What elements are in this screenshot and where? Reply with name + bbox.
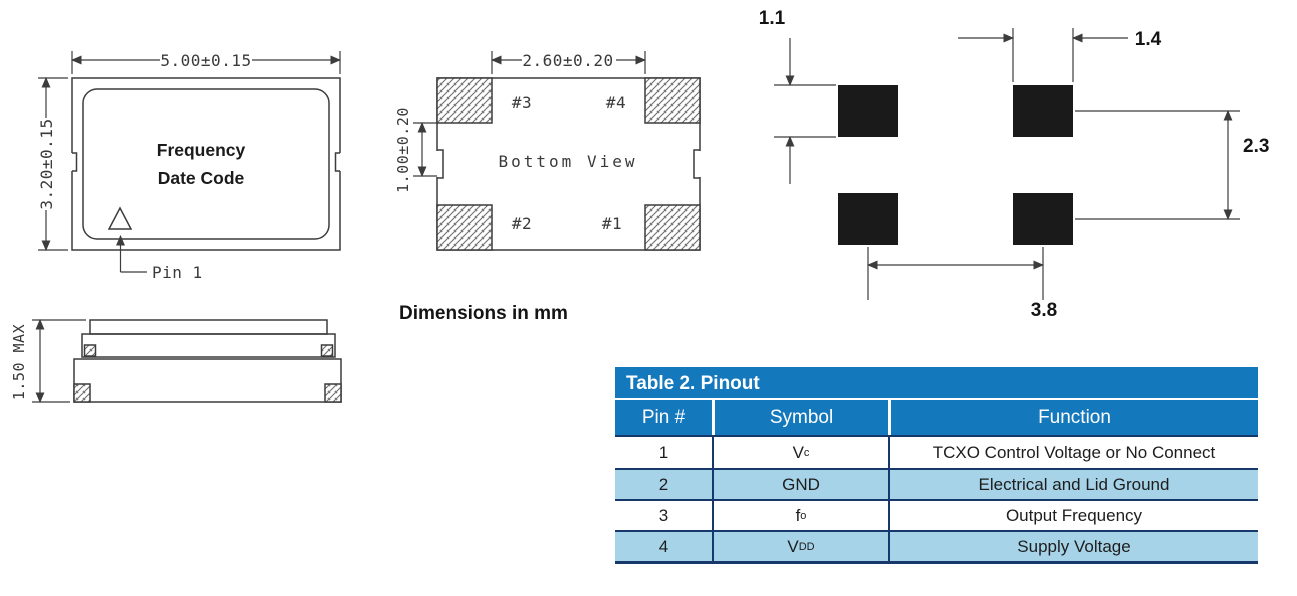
- land-pad-top-right: [1013, 85, 1073, 137]
- bottom-view-pad-dimension-lines: [413, 121, 437, 178]
- package-top-view: [38, 50, 343, 273]
- land-row-pitch-dim: 2.3: [1243, 136, 1269, 157]
- side-view-height-dimension-lines: [32, 318, 86, 404]
- land-pad-bottom-right: [1013, 193, 1073, 245]
- side-view-seal-ring: [81, 333, 336, 358]
- land-pad-top-left: [838, 85, 898, 137]
- function-cell: TCXO Control Voltage or No Connect: [888, 437, 1258, 468]
- marking-datecode-label: Date Code: [158, 168, 245, 188]
- pinout-table-header: Pin # Symbol Function: [615, 400, 1258, 435]
- bottom-view-side-notches: [434, 149, 703, 179]
- symbol-cell: GND: [712, 470, 888, 499]
- package-bottom-view: [413, 50, 703, 251]
- bottom-view-title: Bottom View: [499, 152, 638, 171]
- pad-label-2: #2: [512, 214, 532, 233]
- header-function: Function: [888, 400, 1258, 435]
- land-pad-height-dim: 1.1: [759, 8, 786, 29]
- function-cell: Supply Voltage: [888, 532, 1258, 561]
- pad-label-3: #3: [512, 93, 532, 112]
- package-side-view: [32, 318, 342, 404]
- top-view-height-dim: 3.20±0.15: [37, 118, 56, 209]
- header-pin-number: Pin #: [641, 406, 686, 428]
- land-pad-bottom-left: [838, 193, 898, 245]
- lid-outline: [82, 88, 330, 240]
- pad-width-dimension-lines: [958, 28, 1128, 82]
- side-notches: [69, 152, 343, 172]
- column-pitch-dimension-lines: [866, 247, 1045, 300]
- pin1-leader: [115, 234, 147, 273]
- pin-number-cell: 4: [658, 536, 669, 556]
- top-view-width-dim: 5.00±0.15: [160, 51, 251, 70]
- side-view-height-dim: 1.50 MAX: [10, 324, 28, 400]
- pin-number-cell: 2: [658, 474, 669, 494]
- pin-number-cell: 1: [658, 442, 669, 462]
- pin1-label: Pin 1: [152, 263, 203, 282]
- function-cell: Output Frequency: [888, 501, 1258, 530]
- side-view-lid: [89, 319, 328, 335]
- row-pitch-dimension-lines: [1075, 109, 1240, 221]
- pad-height-dimension-lines: [774, 38, 836, 184]
- bottom-view-width-dim: 2.60±0.20: [522, 51, 613, 70]
- pad-2: [436, 204, 493, 251]
- pinout-table-title: Table 2. Pinout: [615, 367, 1258, 400]
- side-view-base: [73, 358, 342, 403]
- function-cell: Electrical and Lid Ground: [888, 470, 1258, 499]
- pad-3: [436, 77, 493, 124]
- land-column-pitch-dim: 3.8: [1031, 300, 1057, 321]
- units-note: Dimensions in mm: [399, 303, 568, 324]
- pin-number-cell: 3: [658, 505, 669, 525]
- top-view-height-dimension-lines: [38, 76, 68, 252]
- pad-1: [644, 204, 701, 251]
- bottom-view-pad-dim: 1.00±0.20: [394, 107, 412, 193]
- bottom-view-width-dimension-lines: [490, 50, 647, 74]
- header-symbol: Symbol: [712, 400, 888, 435]
- land-pattern: [774, 28, 1240, 300]
- pad-4: [644, 77, 701, 124]
- drawing-labels: 5.00±0.15 3.20±0.15 Frequency Date Code …: [10, 8, 1269, 400]
- pad-label-4: #4: [606, 93, 626, 112]
- pad-label-1: #1: [602, 214, 622, 233]
- land-pad-width-dim: 1.4: [1135, 29, 1162, 50]
- marking-frequency-label: Frequency: [157, 140, 246, 160]
- pin1-marker-triangle: [107, 206, 133, 230]
- top-view-width-dimension-lines: [70, 50, 342, 74]
